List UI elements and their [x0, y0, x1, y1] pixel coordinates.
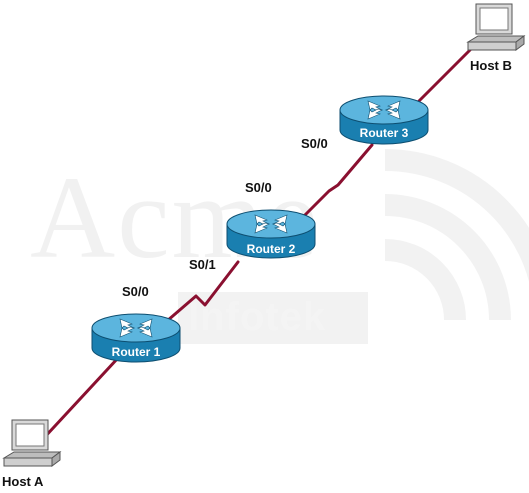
- router-3-s0-0-label: S0/0: [301, 136, 328, 151]
- router-1-s0-0-label: S0/0: [122, 284, 149, 299]
- router-1-icon[interactable]: [90, 310, 182, 366]
- router-2-icon[interactable]: [225, 206, 317, 262]
- router-1-label: Router 1: [111, 345, 161, 359]
- host-a-label: Host A: [2, 474, 44, 489]
- link-router2-router3: [300, 143, 374, 220]
- host-b-icon[interactable]: [466, 2, 526, 54]
- router-2-label: Router 2: [246, 242, 296, 256]
- host-a-icon[interactable]: [2, 418, 62, 470]
- router-2-s0-0-label: S0/0: [245, 180, 272, 195]
- router-3-icon[interactable]: [338, 92, 430, 148]
- router-3-label: Router 3: [359, 126, 409, 140]
- watermark-subtext: Infotek: [188, 295, 327, 339]
- host-b-label: Host B: [470, 58, 512, 73]
- link-router3-hostb: [408, 43, 477, 112]
- link-router1-router2: [158, 260, 240, 329]
- router-2-s0-1-label: S0/1: [189, 257, 216, 272]
- link-hosta-router1: [40, 356, 120, 442]
